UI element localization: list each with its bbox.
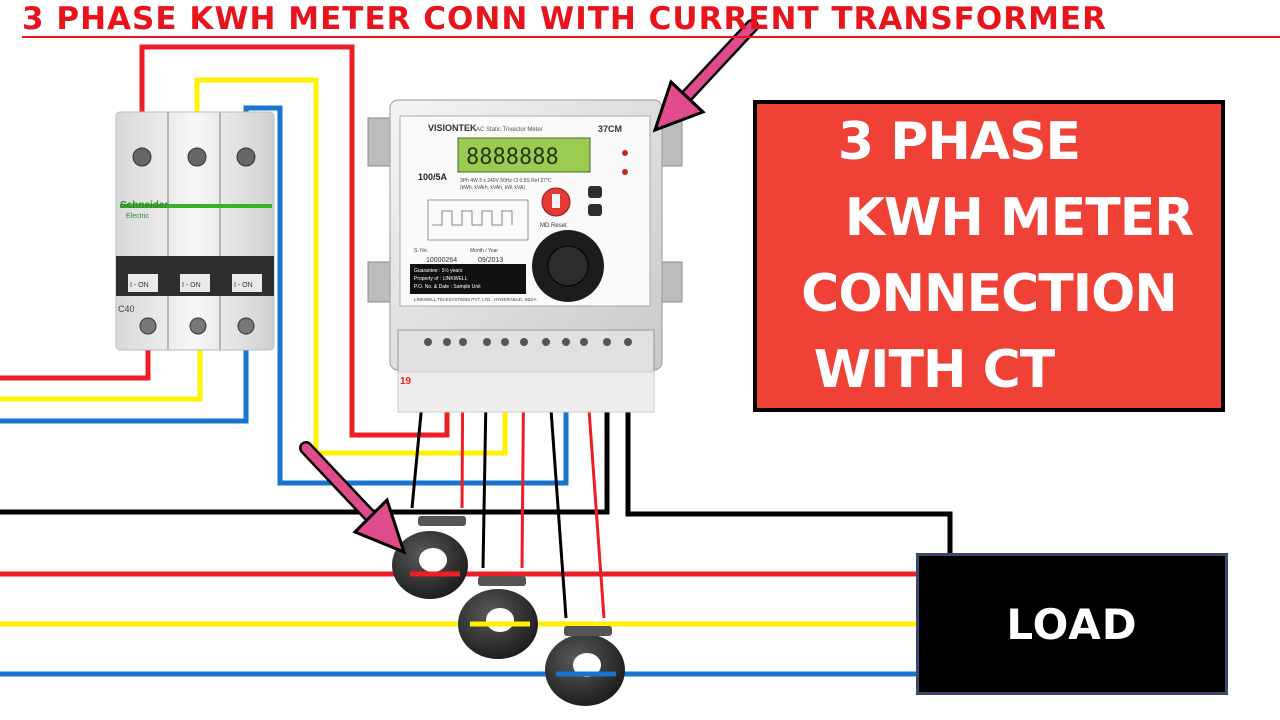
blue-supply-line [0,330,249,424]
meter-waveform [432,210,513,226]
load-box: LOAD [916,553,1228,695]
meter-serial-label: S. No. [414,248,428,254]
info-line-1: 3 PHASE [837,112,1081,172]
breaker-bottom-screw-2 [189,317,207,335]
red-breaker-output [139,44,450,438]
ct1-terminal [418,516,466,526]
breaker-brand-sub: Electric [126,213,149,220]
breaker-lever-2 [180,274,210,292]
meter-month-year: Month / Year [470,248,498,254]
arrow-to-meter [652,19,759,133]
breaker-body [115,111,275,351]
ct1-hole [419,548,447,572]
load-label: LOAD [1006,599,1138,649]
meter-property: Property of : LINKWELL [414,276,468,282]
breaker-top-screw-3 [236,147,256,167]
meter-led-2 [622,169,628,175]
arrow-to-ct [299,441,407,555]
breaker-rating: C40 [118,304,135,314]
breaker-top-screw-2 [187,147,207,167]
meter-terminal-block [397,329,655,373]
meter-side-button-1 [588,186,602,198]
three-pole-breaker: Schneider Electric I - ON I - ON I - ON … [115,111,275,351]
current-transformer-3 [545,626,625,706]
info-line-4: WITH CT [813,340,1055,400]
neutral-line-to-load [625,340,953,556]
info-line-3: CONNECTION [801,264,1178,324]
breaker-lever-text-2: I - ON [182,282,201,289]
meter-brand: VISIONTEK [428,123,477,133]
page-title: 3 PHASE KWH METER CONN WITH CURRENT TRAN… [22,1,1107,37]
current-transformer-1 [392,516,468,599]
meter-model: 37CM [598,124,622,134]
yellow-supply-line [0,330,203,402]
breaker-top-screw-1 [132,147,152,167]
meter-info-plate [410,264,526,294]
breaker-brand: Schneider [120,200,168,211]
ct2-terminal [478,576,526,586]
meter-terminal-shadow [397,371,655,413]
breaker-green-strip [120,204,272,208]
breaker-lever-3 [232,274,262,292]
ct2-hole [486,608,514,632]
meter-serial: 10000264 [426,257,457,264]
meter-rating: 100/5A [418,172,448,182]
breaker-lever-1 [128,274,158,292]
energy-meter: VISIONTEK AC Static Trivector Meter 37CM… [367,99,683,413]
breaker-lever-text-1: I - ON [130,282,149,289]
meter-lcd-digits: 8888888 [466,145,559,170]
meter-date: 09/2013 [478,257,503,264]
breaker-bottom-screw-3 [237,317,255,335]
meter-led-1 [622,150,628,156]
current-transformer-2 [458,576,538,659]
meter-po: P.O. No. & Date : Sample Unit [414,284,481,290]
meter-spec: 3Ph 4W 3 x 240V 50Hz Cl 0.5S Ref 27°C [460,178,552,184]
yellow-breaker-output [194,77,508,456]
meter-kind: AC Static Trivector Meter [476,127,543,133]
meter-lcd [457,137,591,173]
ct3-hole [573,653,601,677]
meter-side-button-2 [588,204,602,216]
meter-maker: LINKWELL TELESYSTEMS PVT. LTD., HYDERABA… [414,297,536,302]
meter-terminal-mark: 19 [400,376,412,387]
ct3-terminal [564,626,612,636]
meter-waveform-area [427,199,529,241]
meter-guarantee: Guarantee : 5½ years [414,267,463,274]
breaker-bottom-screw-1 [139,317,157,335]
info-line-2: KWH METER [844,188,1195,248]
breaker-lever-text-3: I - ON [234,282,253,289]
md-reset-label: MD Reset [540,223,567,229]
meter-units: (kWh, kVArh, kVAh, kW, kVA) [460,185,525,191]
info-box: 3 PHASE KWH METER CONNECTION WITH CT [753,100,1225,412]
title-underline [22,36,1280,38]
